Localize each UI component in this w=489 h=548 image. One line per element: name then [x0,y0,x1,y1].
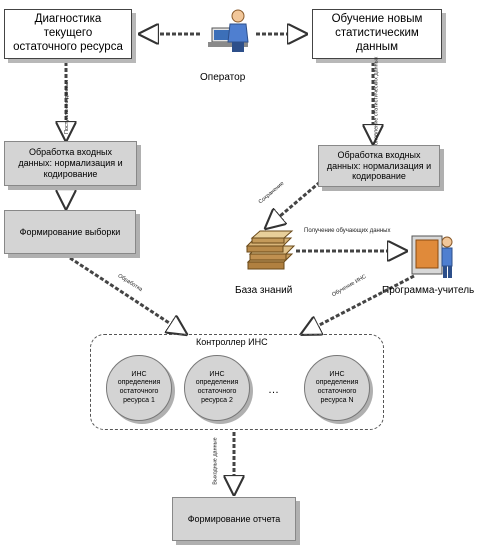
knowledge-base-label: База знаний [235,285,293,296]
edge-label-right-down: Обновление статистических данных [373,56,380,150]
diagnostics-box: Диагностика текущего остаточного ресурса [4,9,132,59]
training-box: Обучение новым статистическим данным [312,9,442,59]
edge-trainer-controller [302,274,415,334]
controller-container [90,334,384,430]
edge-label-kb-trainer: Получение обучающих данных [304,228,391,234]
operator-label: Оператор [200,72,246,83]
processing-right-box: Обработка входных данных: нормализация и… [318,145,440,187]
books-icon [245,230,296,270]
edge-label-ctrl-report: Выходные данные [212,437,219,485]
ins-ellipsis: … [268,384,279,396]
sampling-box: Формирование выборки [4,210,136,254]
edge-label-left-down: Поступление данных [64,79,71,135]
ins-2-node: ИНС определения остаточного ресурса 2 [184,355,250,421]
ins-n-node: ИНС определения остаточного ресурса N [304,355,370,421]
controller-label: Контроллер ИНС [196,337,268,347]
operator-icon [208,9,249,52]
processing-left-box: Обработка входных данных: нормализация и… [4,141,137,186]
trainer-label: Программа-учитель [382,285,475,296]
edge-sampling-controller [69,256,186,334]
trainer-icon [411,235,453,278]
report-box: Формирование отчета [172,497,296,541]
ins-1-node: ИНС определения остаточного ресурса 1 [106,355,172,421]
